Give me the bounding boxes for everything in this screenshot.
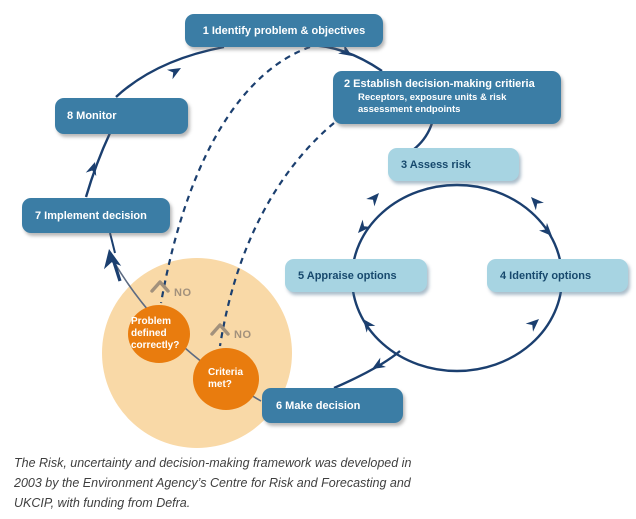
arrowhead-3-to-5 [358,219,371,233]
caption: The Risk, uncertainty and decision-makin… [14,453,411,513]
dashed-line-problem-to-stage1 [159,45,311,304]
stage-label: 7 Implement decision [35,209,147,222]
arrowhead-options-to-6 [372,357,386,369]
dashed-line-criteria-to-stage2 [218,122,335,347]
no-feedback-dashed-lines [159,45,335,347]
arc-options-to-6 [333,350,401,390]
stage-box-identify-problem: 1 Identify problem & objectives [185,14,383,47]
caption-line: 2003 by the Environment Agency’s Centre … [14,476,411,490]
decision-label: Criteria met? [208,367,244,390]
no-label-criteria: NO [234,329,252,341]
stage-box-make-decision: 6 Make decision [262,388,403,423]
caption-line: UKCIP, with funding from Defra. [14,496,191,510]
no-chevron-criteria-icon [210,323,230,336]
arrowhead-8-to-1 [166,68,181,80]
stage-box-appraise-options: 5 Appraise options [285,259,427,292]
arrowhead-7-to-8 [85,162,97,177]
caption-line: The Risk, uncertainty and decision-makin… [14,456,412,470]
stage-box-monitor: 8 Monitor [55,98,188,134]
arc-into-7-stub [109,232,116,254]
stage-label: 3 Assess risk [401,158,471,171]
stage-box-establish-criteria: 2 Establish decision-making critieria Re… [333,71,561,124]
stage-label: 1 Identify problem & objectives [202,24,366,37]
arrowhead-1-to-2 [338,44,352,56]
no-chevron-problem-icon [150,280,170,293]
arc-7-to-8 [84,132,112,198]
arc-8-to-1 [115,45,225,98]
decision-circle-criteria-met: Criteria met? [193,348,259,410]
no-label-problem: NO [174,287,192,299]
arrowhead-toward-4-bottom [525,319,539,332]
stage-label: 4 Identify options [500,269,592,282]
stage-box-identify-options: 4 Identify options [487,259,628,292]
decision-label: Problem defined correctly? [131,316,180,351]
stage-label: 5 Appraise options [298,269,397,282]
stage-box-assess-risk: 3 Assess risk [388,148,519,181]
decision-circle-problem-defined: Problem defined correctly? [128,305,190,363]
arrowhead-into-3-right [531,197,544,211]
arrowhead-3-to-4 [539,222,552,236]
cycle-arrowheads [85,44,552,369]
stage-label: 8 Monitor [67,110,117,122]
arrowhead-6-to-7-big [103,249,122,270]
stage-label: 2 Establish decision-making critieria [344,78,535,90]
stage-label: 6 Make decision [276,399,361,412]
stage-sublabel: Receptors, exposure units & risk assessm… [358,92,507,115]
no-chevrons [150,280,230,336]
arc-2-to-3 [412,122,434,151]
arrowhead-into-3-left [366,193,379,207]
arrowhead-toward-5-bottom [363,319,376,333]
stage-box-implement-decision: 7 Implement decision [22,198,170,233]
arc-1-to-2 [305,43,383,72]
